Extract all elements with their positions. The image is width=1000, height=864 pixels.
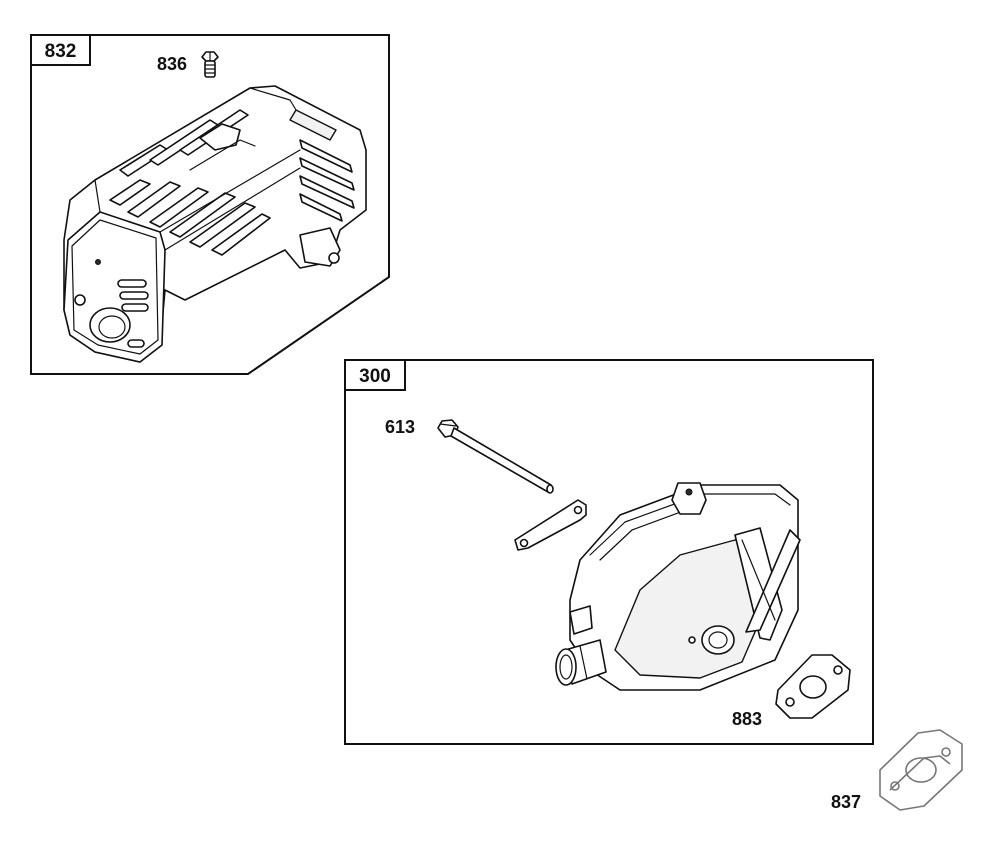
callout-883: 883 xyxy=(732,709,762,729)
group-300-frame xyxy=(344,359,874,745)
long-bolt-613-part xyxy=(437,419,554,494)
strap-part xyxy=(514,499,587,551)
gasket-883-part xyxy=(775,654,851,719)
group-832: 832 836 xyxy=(30,34,390,375)
group-300-tag: 300 xyxy=(359,366,391,387)
muffler-part xyxy=(555,482,801,691)
spacer-837-part xyxy=(879,729,963,811)
callout-836: 836 xyxy=(157,54,187,74)
callout-837: 837 xyxy=(831,792,861,812)
bolt-836-part xyxy=(201,51,219,78)
group-832-frame xyxy=(30,34,390,375)
group-300-tag-box xyxy=(344,359,406,391)
group-832-tag: 832 xyxy=(45,41,77,62)
group-300: 300 613 xyxy=(344,359,874,745)
group-832-tag-box xyxy=(30,34,91,66)
muffler-guard-part xyxy=(63,85,367,363)
callout-613: 613 xyxy=(385,417,415,437)
